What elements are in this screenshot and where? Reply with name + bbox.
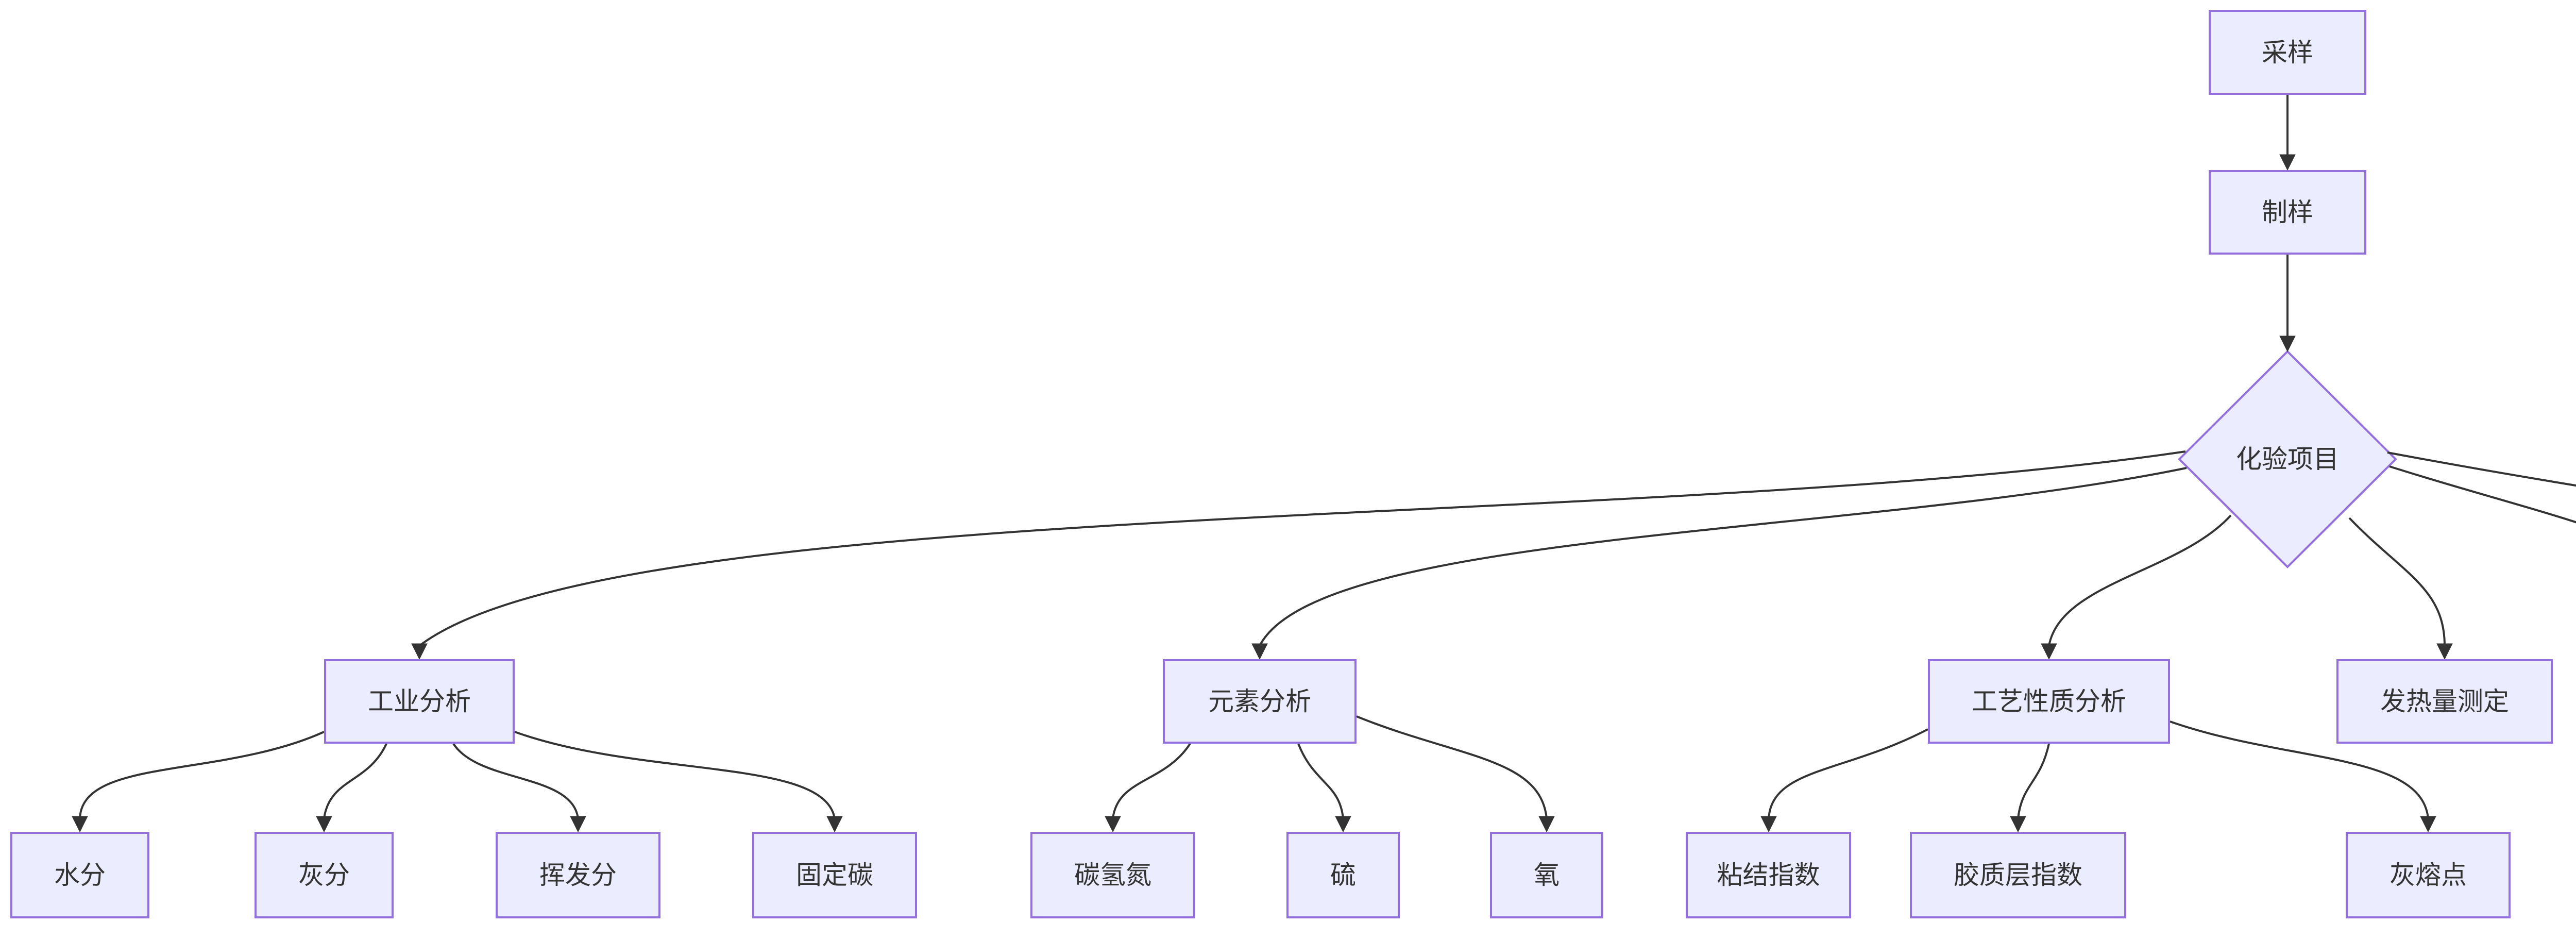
node-label: 工艺性质分析 xyxy=(1972,687,2126,716)
node-sample-prep: 制样 xyxy=(2209,170,2366,255)
node-oxygen: 氧 xyxy=(1490,832,1603,918)
arrowhead xyxy=(1105,816,1121,833)
node-ash: 灰分 xyxy=(255,832,394,918)
node-fixed-carbon: 固定碳 xyxy=(752,832,917,918)
edge-proximate-volatile xyxy=(452,743,579,819)
node-label: 粘结指数 xyxy=(1717,861,1820,890)
edge-elemental-oxygen xyxy=(1356,715,1548,819)
node-plastic-layer-index: 胶质层指数 xyxy=(1910,832,2126,918)
edge-proximate-ash xyxy=(323,743,387,819)
node-ash-fusion-point: 灰熔点 xyxy=(2346,832,2511,918)
node-label: 采样 xyxy=(2262,38,2313,67)
node-calorific-value: 发热量测定 xyxy=(2336,659,2553,744)
arrowhead xyxy=(1538,816,1555,833)
node-proximate-analysis: 工业分析 xyxy=(324,659,515,744)
node-moisture: 水分 xyxy=(10,832,149,918)
arrowhead xyxy=(570,816,586,833)
node-label: 硫 xyxy=(1330,861,1356,890)
edge-test_items-other_items xyxy=(2387,451,2576,487)
arrowhead xyxy=(2420,816,2436,833)
arrowhead xyxy=(2010,816,2026,833)
arrowhead xyxy=(1760,816,1777,833)
node-label: 制样 xyxy=(2262,198,2313,227)
node-caking-index: 粘结指数 xyxy=(1686,832,1851,918)
edge-elemental-sulfur xyxy=(1297,743,1344,819)
node-label: 灰熔点 xyxy=(2389,861,2467,890)
node-carbon-hydrogen-nitrogen: 碳氢氮 xyxy=(1030,832,1195,918)
node-sampling: 采样 xyxy=(2209,10,2366,95)
edge-test_items-elemental xyxy=(1259,467,2187,646)
arrowhead xyxy=(1335,816,1351,833)
node-process-properties: 工艺性质分析 xyxy=(1928,659,2170,744)
node-label: 元素分析 xyxy=(1208,687,1311,716)
arrowhead xyxy=(2279,336,2296,353)
node-label: 固定碳 xyxy=(796,861,873,890)
edge-elemental-chn xyxy=(1112,743,1191,819)
node-label: 化验项目 xyxy=(2236,445,2339,474)
node-label: 灰分 xyxy=(298,861,350,890)
node-test-items: 化验项目 xyxy=(2179,351,2396,567)
node-label: 挥发分 xyxy=(539,861,617,890)
node-volatile-matter: 挥发分 xyxy=(496,832,660,918)
edge-test_items-total_sulfur xyxy=(2389,465,2576,524)
node-label: 水分 xyxy=(54,861,106,890)
node-label: 氧 xyxy=(1534,861,1560,890)
arrowhead xyxy=(72,816,88,833)
edge-test_items-process_props xyxy=(2048,514,2232,646)
edge-process_props-plastic_layer xyxy=(2017,743,2050,819)
arrowhead xyxy=(411,643,428,660)
edge-proximate-moisture xyxy=(79,731,325,819)
arrowhead xyxy=(316,816,332,833)
node-elemental-analysis: 元素分析 xyxy=(1163,659,1357,744)
edge-proximate-fixed_carbon xyxy=(514,731,836,819)
edge-process_props-ash_fusion xyxy=(2170,720,2429,819)
node-sulfur: 硫 xyxy=(1286,832,1400,918)
edge-test_items-calorific xyxy=(2348,517,2446,646)
node-label: 发热量测定 xyxy=(2380,687,2509,716)
arrowhead xyxy=(1251,643,1268,660)
edge-test_items-proximate xyxy=(418,450,2186,647)
arrowhead xyxy=(826,816,843,833)
edge-process_props-caking_index xyxy=(1768,728,1928,819)
arrowhead xyxy=(2041,643,2057,660)
node-label: 碳氢氮 xyxy=(1074,861,1151,890)
arrowhead xyxy=(2279,154,2296,171)
diamond-shape-test-items xyxy=(2178,350,2397,568)
node-label: 胶质层指数 xyxy=(1954,861,2082,890)
arrowhead xyxy=(2436,643,2453,660)
node-label: 工业分析 xyxy=(368,687,471,716)
